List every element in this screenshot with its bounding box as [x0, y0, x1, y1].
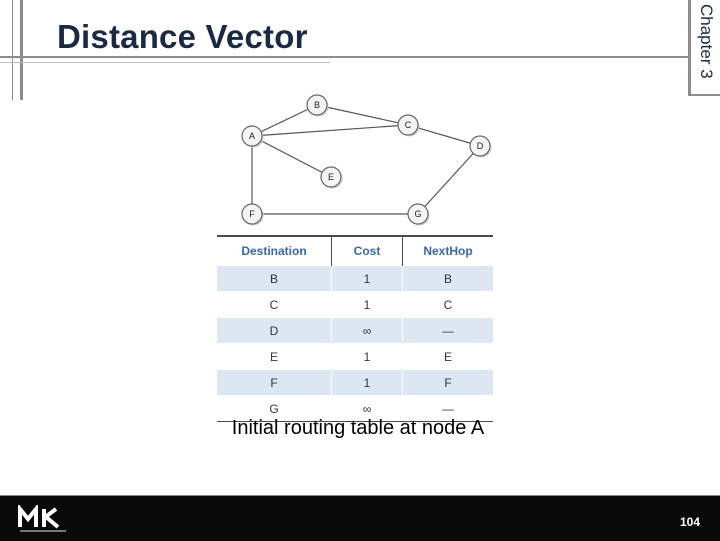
- node-circle: [469, 135, 491, 157]
- frame-line-horizontal-thin: [0, 62, 330, 63]
- node-label: B: [314, 100, 320, 110]
- header-nexthop: NextHop: [402, 235, 493, 266]
- header-destination: Destination: [217, 235, 332, 266]
- node-circle: [397, 114, 419, 136]
- caption-text: Initial routing table at node A: [231, 417, 485, 439]
- node-f: F: [241, 203, 264, 226]
- header-cost: Cost: [331, 235, 403, 266]
- frame-line-vertical: [20, 0, 23, 100]
- node-d: D: [469, 135, 492, 158]
- cell-destination: F: [217, 369, 332, 396]
- node-circle: [241, 125, 263, 147]
- node-b: B: [306, 94, 329, 117]
- cell-nexthop: F: [402, 369, 493, 396]
- table-row: C 1 C: [217, 291, 493, 318]
- node-label: E: [328, 172, 334, 182]
- node-circle: [320, 166, 342, 188]
- routing-table: Destination Cost NextHop B 1 B C 1 C D ∞…: [217, 235, 493, 422]
- footer-bar: [0, 495, 720, 541]
- cell-nexthop: C: [402, 291, 493, 318]
- node-g: G: [407, 203, 430, 226]
- node-label: F: [249, 209, 255, 219]
- publisher-logo: [18, 505, 66, 532]
- cell-destination: G: [217, 395, 332, 422]
- cell-cost: ∞: [331, 395, 403, 422]
- table-row: F 1 F: [217, 369, 493, 396]
- cell-cost: ∞: [331, 317, 403, 344]
- edge-a-e: [251, 135, 332, 178]
- cell-destination: C: [217, 291, 332, 318]
- cell-cost: 1: [331, 343, 403, 370]
- edge-d-g: [417, 145, 481, 215]
- node-circle: [407, 203, 429, 225]
- cell-cost: 1: [331, 369, 403, 396]
- edge-a-c: [251, 124, 409, 137]
- node-e: E: [320, 166, 343, 189]
- graph-nodes: B C A D E F G: [241, 94, 492, 226]
- cell-cost: 1: [331, 265, 403, 292]
- table-row: B 1 B: [217, 265, 493, 292]
- chapter-label: Chapter 3: [697, 4, 716, 79]
- cell-cost: 1: [331, 291, 403, 318]
- frame-line-horizontal: [0, 56, 688, 58]
- node-label: G: [414, 209, 421, 219]
- slide-title: Distance Vector: [57, 18, 308, 55]
- network-graph: B C A D E F G: [241, 94, 492, 226]
- cell-destination: E: [217, 343, 332, 370]
- node-circle: [241, 203, 263, 225]
- frame-line-vertical-thin: [12, 0, 13, 100]
- table-row: E 1 E: [217, 343, 493, 370]
- edge-c-d: [407, 124, 481, 147]
- table-row: D ∞ —: [217, 317, 493, 344]
- cell-nexthop: —: [402, 317, 493, 344]
- cell-nexthop: B: [402, 265, 493, 292]
- node-label: A: [249, 131, 255, 141]
- chapter-tab: [688, 0, 720, 96]
- slide-caption: Initial routing table at node A: [0, 417, 720, 440]
- edge-a-b: [251, 104, 318, 137]
- page-number: 104: [679, 515, 701, 529]
- node-label: C: [405, 120, 412, 130]
- table-row: G ∞ —: [217, 395, 493, 422]
- cell-destination: B: [217, 265, 332, 292]
- cell-destination: D: [217, 317, 332, 344]
- cell-nexthop: E: [402, 343, 493, 370]
- edge-b-c: [316, 104, 409, 126]
- node-a: A: [241, 125, 264, 148]
- graph-edges: [251, 104, 481, 215]
- node-label: D: [477, 141, 484, 151]
- node-circle: [306, 94, 328, 116]
- table-header-row: Destination Cost NextHop: [217, 235, 493, 266]
- node-c: C: [397, 114, 420, 137]
- cell-nexthop: —: [402, 395, 493, 422]
